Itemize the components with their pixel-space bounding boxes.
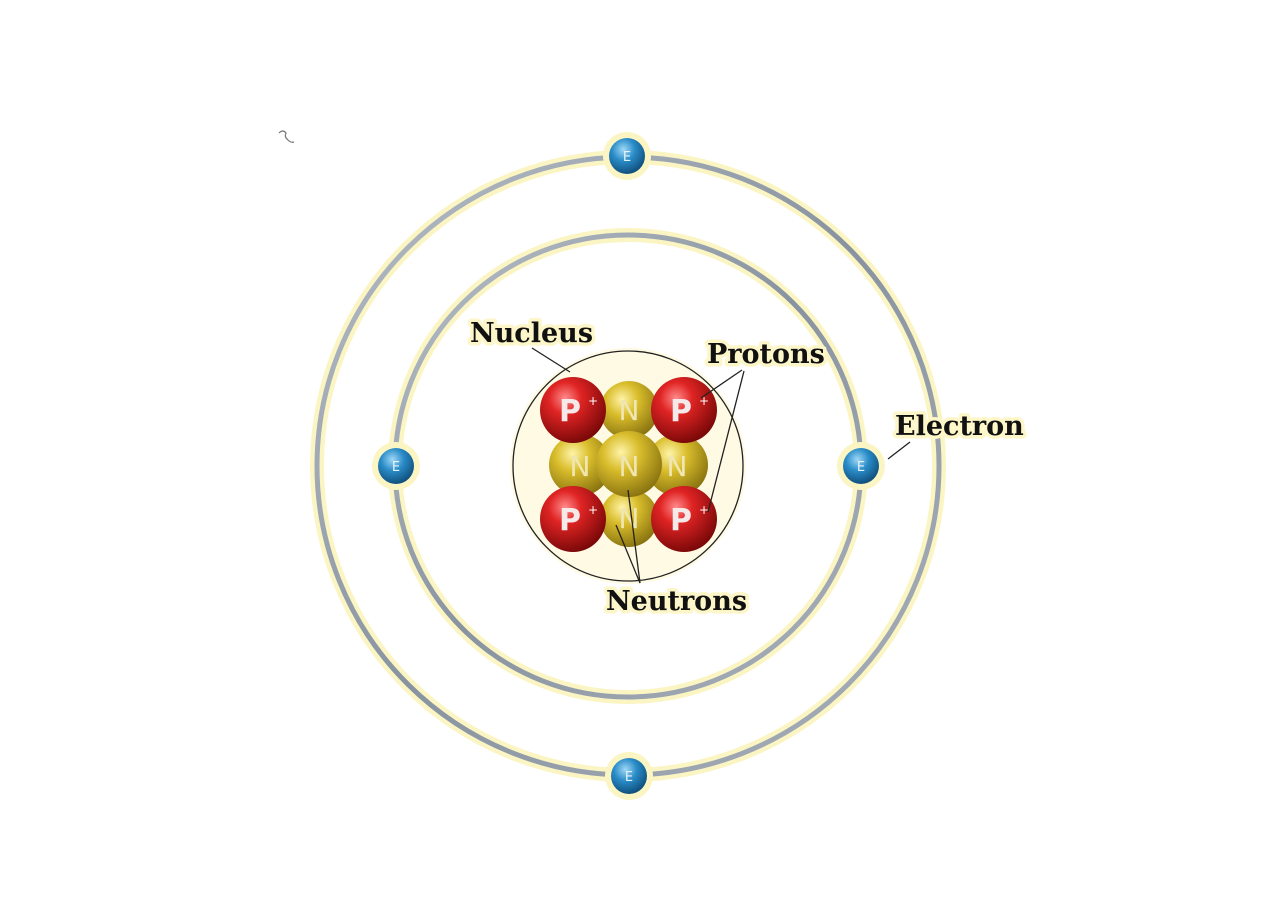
svg-text:N: N: [619, 502, 640, 535]
svg-text:E: E: [857, 460, 865, 475]
electron-leader: [887, 441, 911, 460]
proton-bottom-right: P +: [651, 486, 717, 552]
neutron-center: N: [596, 431, 662, 497]
proton-bottom-left: P +: [540, 486, 606, 552]
electron-left: E: [372, 442, 420, 490]
nucleus-leader: [531, 347, 571, 373]
svg-text:N: N: [667, 450, 688, 483]
svg-text:P: P: [670, 394, 692, 429]
electron-label: Electron: [895, 411, 1024, 442]
svg-text:+: +: [699, 503, 709, 517]
neutron-top: N: [600, 381, 658, 439]
svg-text:E: E: [623, 150, 631, 165]
electron-bottom: E: [605, 752, 653, 800]
neutron-bottom: N: [600, 489, 658, 547]
svg-text:+: +: [588, 394, 598, 408]
svg-text:N: N: [570, 450, 591, 483]
svg-text:P: P: [559, 394, 581, 429]
svg-text:P: P: [559, 503, 581, 538]
stray-mark: [278, 130, 295, 143]
svg-text:P: P: [670, 503, 692, 538]
electron-top: E: [603, 132, 651, 180]
protons-leader-1: [700, 369, 743, 399]
neutrons-label: Neutrons: [606, 586, 747, 617]
neutron-right: N: [646, 434, 708, 496]
svg-text:E: E: [392, 460, 400, 475]
protons-label: Protons: [707, 339, 825, 370]
svg-text:N: N: [619, 394, 640, 427]
proton-top-left: P +: [540, 377, 606, 443]
svg-text:E: E: [625, 770, 633, 785]
neutrons-leader-2: [615, 524, 641, 584]
nucleus-label: Nucleus: [470, 318, 593, 349]
neutron-left: N: [549, 434, 611, 496]
svg-text:+: +: [588, 503, 598, 517]
electron-right: E: [837, 442, 885, 490]
neutrons-leader-1: [627, 489, 641, 584]
leader-lines: [531, 347, 911, 584]
nucleus-boundary: [512, 350, 744, 582]
proton-top-right: P +: [651, 377, 717, 443]
protons-leader-2: [707, 370, 745, 513]
svg-text:N: N: [619, 450, 640, 483]
svg-text:+: +: [699, 394, 709, 408]
